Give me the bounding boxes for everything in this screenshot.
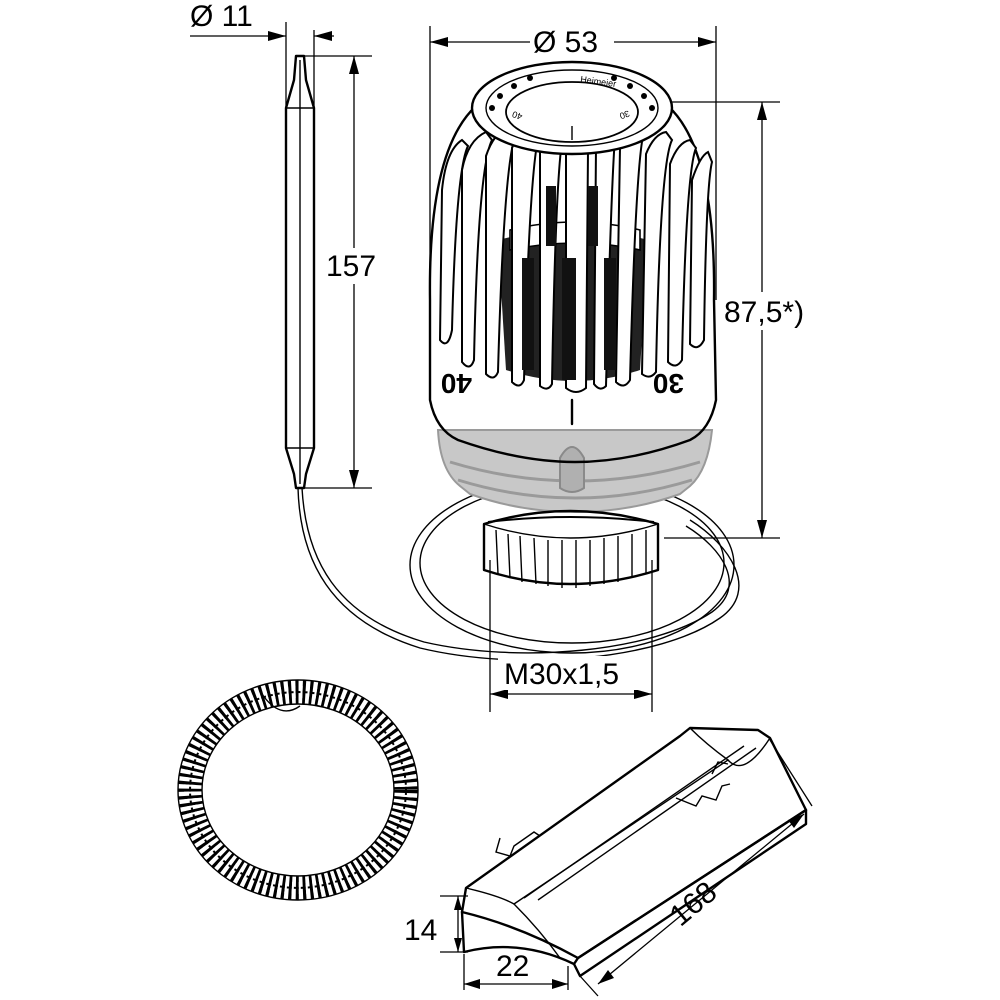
dial-scale-ticks xyxy=(489,75,655,111)
dim-sensor-length-label: 157 xyxy=(326,250,376,283)
dial-right-mark: 30 xyxy=(653,368,684,399)
dial-left-mark: 40 xyxy=(441,368,472,399)
dim-head-diameter: Ø 53 xyxy=(429,24,717,300)
union-nut xyxy=(482,509,660,588)
pointer-marker-icon xyxy=(559,446,585,493)
dim-thread: M30x1,5 xyxy=(489,560,653,712)
dim-head-height: 87,5*) xyxy=(664,101,818,539)
dial-top-left-mark: 40 xyxy=(511,109,524,122)
thermostat-head: Heimeier 40 30 40 30 xyxy=(428,60,718,588)
dim-sensor-diameter-label: Ø 11 xyxy=(190,0,253,33)
dial-brand-text: Heimeier xyxy=(580,74,617,89)
dim-clip-length-label: 168 xyxy=(664,875,724,932)
dim-thread-label: M30x1,5 xyxy=(504,658,619,691)
dim-clip-height-label: 14 xyxy=(404,914,437,947)
dim-head-diameter-label: Ø 53 xyxy=(533,26,598,59)
dial-face xyxy=(505,81,639,143)
dim-head-height-label: 87,5*) xyxy=(724,296,804,329)
coiled-capillary-spring xyxy=(177,679,419,901)
dial-top-right-mark: 30 xyxy=(618,108,631,121)
dim-sensor-diameter: Ø 11 xyxy=(190,0,334,108)
remote-sensor-probe xyxy=(284,54,316,490)
cooling-ribs xyxy=(438,122,714,393)
dim-sensor-length: 157 xyxy=(304,55,386,489)
mounting-clip: 14 22 168 xyxy=(404,726,813,997)
dim-clip-width-label: 22 xyxy=(496,950,529,983)
